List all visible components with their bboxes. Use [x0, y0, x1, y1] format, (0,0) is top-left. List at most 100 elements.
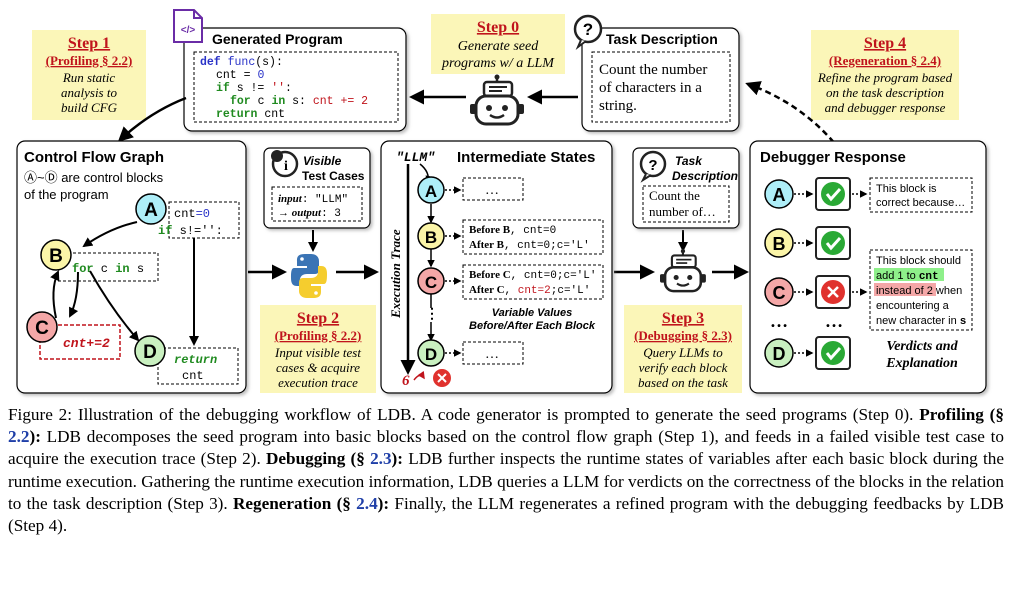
- svg-text:for c in s: for c in s: [72, 262, 144, 276]
- svg-text:→ output: 3: → output: 3: [278, 207, 341, 220]
- python-logo-icon: [291, 254, 327, 298]
- question-bubble-icon: ?: [639, 150, 667, 183]
- svg-text:add 1 to cnt: add 1 to cnt: [876, 270, 939, 283]
- svg-text:based on the task: based on the task: [638, 375, 728, 390]
- svg-text:C: C: [425, 273, 437, 292]
- step4-line3: and debugger response: [825, 100, 946, 115]
- svg-text:?: ?: [583, 20, 593, 39]
- cfg-c-code: cnt+=2: [63, 336, 110, 351]
- svg-text:…: …: [485, 183, 499, 198]
- bottom-arrows: [248, 230, 749, 280]
- svg-text:correct because…: correct because…: [876, 197, 965, 209]
- svg-text:A: A: [773, 185, 786, 205]
- svg-text:if s != '':: if s != '':: [216, 82, 292, 95]
- svg-text:D: D: [143, 342, 157, 363]
- step1-sub: (Profiling § 2.2): [46, 53, 133, 68]
- svg-text:Visible: Visible: [303, 154, 342, 168]
- svg-text:Before B, cnt=0: Before B, cnt=0: [469, 224, 556, 237]
- step3-callout: Step 3 (Debugging § 2.3) Query LLMs to v…: [624, 305, 742, 393]
- svg-text:Task: Task: [675, 154, 703, 168]
- cfg-desc2: of the program: [24, 187, 109, 202]
- step4-callout: Step 4 (Regeneration § 2.4) Refine the p…: [811, 30, 959, 120]
- svg-text:C: C: [773, 283, 786, 303]
- task-description-panel: Task Description Count the number of cha…: [581, 27, 740, 132]
- step1-line3: build CFG: [61, 100, 118, 115]
- svg-text:Count the: Count the: [649, 188, 700, 203]
- step1-line1: Run static: [62, 70, 116, 85]
- svg-text:def func(s):: def func(s):: [200, 56, 283, 69]
- cfg-node-b: [40, 239, 72, 271]
- step1-callout: Step 1 (Profiling § 2.2) Run static anal…: [32, 30, 146, 120]
- step2-callout: Step 2 (Profiling § 2.2) Input visible t…: [260, 305, 376, 393]
- cfg-node-a: [135, 193, 167, 225]
- cfg-title: Control Flow Graph: [24, 149, 164, 166]
- step4-title: Step 4: [864, 35, 906, 52]
- info-bubble-icon: i: [271, 150, 299, 178]
- svg-text:cnt: cnt: [182, 369, 204, 383]
- svg-text:⋮: ⋮: [425, 305, 439, 321]
- step4-line2: on the task description: [826, 85, 944, 100]
- svg-text:cnt=0: cnt=0: [174, 207, 210, 221]
- svg-text:…: …: [485, 347, 499, 362]
- svg-text:Step 2: Step 2: [297, 310, 339, 327]
- svg-text:A: A: [425, 182, 437, 201]
- svg-text:verify each block: verify each block: [639, 360, 728, 375]
- cross-icon: [433, 369, 451, 387]
- figure-caption: Figure 2: Illustration of the debugging …: [8, 405, 1004, 536]
- step0-line1: Generate seed: [458, 39, 539, 54]
- cfg-node-d: [134, 335, 166, 367]
- svg-text:D: D: [773, 344, 786, 364]
- svg-text:Debugger Response: Debugger Response: [760, 149, 906, 166]
- svg-text:B: B: [773, 234, 786, 254]
- task-line2: of characters in a: [599, 80, 702, 96]
- svg-text:Query LLMs to: Query LLMs to: [643, 345, 723, 360]
- svg-text:for c in s: cnt += 2: for c in s: cnt += 2: [230, 95, 368, 108]
- svg-text:After C, cnt=2;c='L': After C, cnt=2;c='L': [469, 284, 590, 297]
- svg-text:cnt = 0: cnt = 0: [216, 69, 264, 82]
- svg-text:…: …: [770, 311, 788, 331]
- svg-text:if s!='':: if s!='':: [158, 224, 223, 238]
- svg-text:This block should: This block should: [876, 255, 961, 267]
- svg-text:Variable Values: Variable Values: [492, 307, 573, 319]
- cfg-desc1: Ⓐ~Ⓓ are control blocks: [24, 170, 164, 185]
- svg-text:D: D: [425, 345, 437, 364]
- svg-text:input: "LLM": input: "LLM": [278, 193, 348, 206]
- svg-text:i: i: [284, 159, 288, 174]
- svg-text:Test Cases: Test Cases: [302, 169, 365, 183]
- svg-text:Intermediate States: Intermediate States: [457, 149, 595, 166]
- check-icon: [815, 226, 851, 260]
- generated-program-panel: Generated Program def func(s): cnt = 0 i…: [183, 27, 407, 132]
- robot-icon: [470, 74, 524, 126]
- svg-text:Before/After Each Block: Before/After Each Block: [469, 320, 596, 332]
- svg-text:(Profiling § 2.2): (Profiling § 2.2): [275, 328, 362, 343]
- svg-text:Verdicts and: Verdicts and: [886, 339, 958, 354]
- step0-title: Step 0: [477, 19, 519, 36]
- task-line1: Count the number: [599, 62, 707, 78]
- svg-text:B: B: [49, 246, 63, 267]
- svg-text:</>: </>: [181, 25, 196, 36]
- step0-callout: Step 0 Generate seed programs w/ a LLM: [431, 14, 565, 74]
- step0-line2: programs w/ a LLM: [441, 56, 555, 71]
- ldb-workflow-diagram: Step 1 (Profiling § 2.2) Run static anal…: [16, 9, 987, 394]
- svg-text:return cnt: return cnt: [216, 108, 285, 121]
- svg-text:This block is: This block is: [876, 183, 937, 195]
- svg-text:Explanation: Explanation: [885, 356, 958, 371]
- svg-text:A: A: [144, 200, 158, 221]
- cross-icon: [815, 275, 851, 309]
- svg-text:encountering a: encountering a: [876, 300, 950, 312]
- svg-text:new character in s: new character in s: [876, 315, 966, 328]
- task-title: Task Description: [606, 31, 718, 47]
- svg-text:cases & acquire: cases & acquire: [276, 360, 360, 375]
- cfg-panel: Control Flow Graph Ⓐ~Ⓓ are control block…: [16, 140, 247, 394]
- step1-title: Step 1: [68, 35, 110, 52]
- generated-program-title: Generated Program: [212, 31, 343, 47]
- code-file-icon: </>: [173, 9, 203, 43]
- svg-text:"LLM": "LLM": [396, 150, 435, 165]
- svg-text:(Debugging § 2.3): (Debugging § 2.3): [634, 328, 732, 343]
- trace-result: 6: [402, 373, 410, 389]
- step4-sub: (Regeneration § 2.4): [829, 53, 941, 68]
- svg-text:instead of 2 when: instead of 2 when: [876, 285, 962, 297]
- step1-line2: analysis to: [61, 85, 117, 100]
- generated-code: def func(s): cnt = 0 if s != '': for c i…: [200, 56, 368, 121]
- svg-text:return: return: [174, 353, 217, 367]
